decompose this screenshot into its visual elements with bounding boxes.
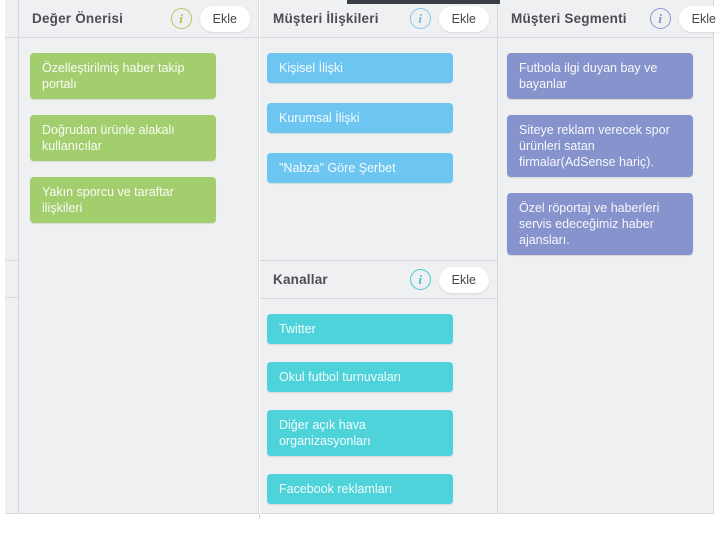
column-customer-relationships: Müşteri İlişkileri i Ekle Kişisel İlişki… [260,0,498,260]
add-card-button[interactable]: Ekle [199,5,250,32]
column-title: Müşteri İlişkileri [273,11,379,26]
add-card-button[interactable]: Ekle [678,5,720,32]
canvas-card[interactable]: Yakın sporcu ve taraftar ilişkileri [30,177,216,223]
canvas-card[interactable]: Özel röportaj ve haberleri servis edeceğ… [507,193,693,255]
canvas-card[interactable]: Kişisel İlişki [267,53,453,83]
canvas-card[interactable]: Siteye reklam verecek spor ürünleri sata… [507,115,693,177]
add-card-button[interactable]: Ekle [438,266,489,293]
column-title: Müşteri Segmenti [511,11,627,26]
left-partial-column [5,0,19,514]
divider-line [5,297,18,298]
column-title: Kanallar [273,272,328,287]
canvas-card[interactable]: "Nabza" Göre Şerbet [267,153,453,183]
divider-line [5,37,18,38]
column-header: Değer Önerisi i Ekle [19,0,258,38]
column-title: Değer Önerisi [32,11,124,26]
card-list: Kişisel İlişki Kurumsal İlişki "Nabza" G… [260,38,497,183]
divider-line [259,514,260,519]
canvas-card[interactable]: Facebook reklamları [267,474,453,504]
info-icon[interactable]: i [409,8,431,29]
canvas-card[interactable]: Okul futbol turnuvaları [267,362,453,392]
canvas-card[interactable]: Diğer açık hava organizasyonları [267,410,453,456]
canvas-card[interactable]: Twitter [267,314,453,344]
info-icon[interactable]: i [649,8,671,29]
column-header: Kanallar i Ekle [260,261,497,299]
column-channels: Kanallar i Ekle Twitter Okul futbol turn… [260,260,498,514]
column-header: Müşteri Segmenti i Ekle [498,0,720,38]
canvas-card[interactable]: Kurumsal İlişki [267,103,453,133]
card-list: Twitter Okul futbol turnuvaları Diğer aç… [260,299,497,504]
card-list: Futbola ilgi duyan bay ve bayanlar Sitey… [498,38,713,255]
card-list: Özelleştirilmiş haber takip portalı Doğr… [19,38,258,223]
add-card-button[interactable]: Ekle [438,5,489,32]
canvas-card[interactable]: Özelleştirilmiş haber takip portalı [30,53,216,99]
info-icon[interactable]: i [170,8,192,29]
divider-line [5,260,18,261]
canvas-card[interactable]: Futbola ilgi duyan bay ve bayanlar [507,53,693,99]
top-toolbar-fragment [347,0,500,4]
info-icon[interactable]: i [409,269,431,290]
column-value-proposition: Değer Önerisi i Ekle Özelleştirilmiş hab… [19,0,259,514]
column-header: Müşteri İlişkileri i Ekle [260,0,497,38]
column-customer-segments: Müşteri Segmenti i Ekle Futbola ilgi duy… [498,0,720,514]
canvas-card[interactable]: Doğrudan ürünle alakalı kullanıcılar [30,115,216,161]
